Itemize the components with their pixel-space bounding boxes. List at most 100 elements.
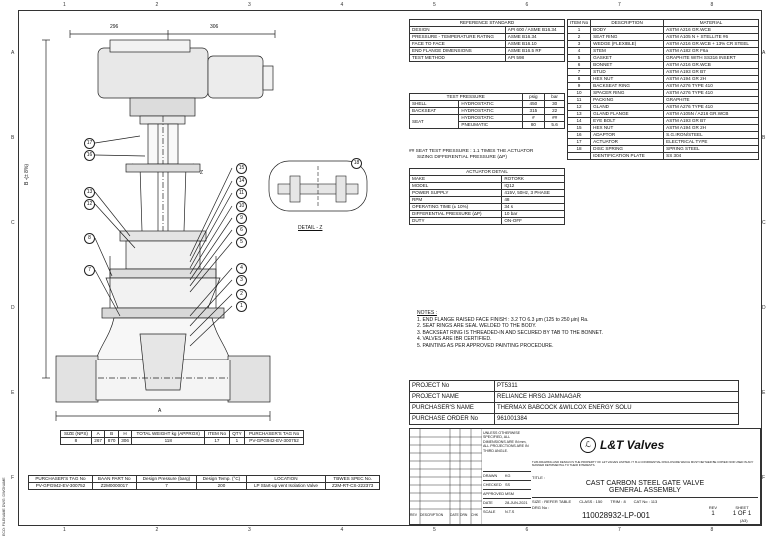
table-cell: 10 [566,89,592,97]
table-cell: 3 [566,40,592,48]
table-cell: IDENTIFICATION PLATE [590,152,665,160]
table-cell: GLAND [590,103,665,111]
note-item: 3. BACKSEAT RING IS THREADED-IN AND SECU… [417,329,603,336]
rev-value: 1 [711,511,715,517]
table-cell: SEAT RING [590,33,665,41]
zone-marker-right: D [762,305,766,311]
dimension-right: 306 [210,24,219,30]
detail-z-drawing [268,160,368,212]
table-cell: Design Temp. (°C) [196,475,247,483]
balloon-right-1: 15 [236,163,247,174]
zone-marker-bottom: 8 [710,527,714,533]
lt-logo-icon: ℒ [580,437,596,453]
title-line-1: CAST CARBON STEEL GATE VALVE [585,480,705,487]
table-cell: DESIGN [409,26,506,34]
table-cell: BAAN PART No [91,475,137,483]
sheet-label: SHEET [735,505,749,510]
scale-value: N.T.S [505,510,515,514]
rev-col: DRN [460,513,468,517]
zone-marker-top: 3 [248,2,251,8]
tp-cell: SHELL [408,100,460,108]
zone-marker-top: 7 [618,2,621,8]
zone-marker-top: 2 [155,2,159,8]
table-cell: Design Pressure (barg) [135,475,198,483]
tp-cell: 22 [544,107,565,115]
note-item: 4. VALVES ARE IBR CERTIFIED. [417,336,492,343]
size-class-row: SIZE : REFER TABLE CLASS : 150 TRIM : 8 … [532,497,758,504]
approved-label: APPROVED [483,492,505,496]
rev-col: DATE [450,513,459,517]
table-cell: DUTY [408,217,503,225]
tp-cell: 80 [521,121,546,129]
table-cell: PURCHASER'S TAG No [28,475,93,483]
drawing-number: 110028932-LP-001 [582,511,650,520]
note-item: 5. PAINTING AS PER APPROVED PAINTING PRO… [417,342,554,349]
table-cell: ASTM A216 GR.WCB [663,61,759,69]
general-dimension-note: UNLESS OTHERWISE SPECIFIED, ALL DIMENSIO… [483,431,529,453]
table-cell: 11 [566,96,592,104]
notes-title: NOTES : [417,310,438,316]
scale-label: SCALE [483,510,496,514]
table-cell: A [90,430,106,438]
table-cell [566,152,592,160]
dimension-left: 296 [110,24,119,30]
approved-by: MSM [505,492,514,496]
paper-size: (A3) [740,518,748,523]
table-cell: Z2M-RT-CS-222373 [325,482,380,490]
tp-cell: 30 [544,100,565,108]
zone-marker-bottom: 1 [63,527,66,533]
detail-z-label: DETAIL - Z [298,225,323,231]
balloon-right-3: 11 [236,188,247,199]
zone-marker-top: 1 [63,2,66,8]
brand-logo: ℒ L&T Valves [580,437,664,453]
class-info: CLASS : 150 [579,499,603,504]
trim-info: TRIM : 8 [610,499,626,504]
table-cell: RPM [408,196,503,204]
table-cell: 8 [60,437,92,445]
tp-cell: PNEUMATIC [458,121,523,129]
psig-header: psig [521,93,546,101]
balloon-right-9: 3 [236,275,247,286]
balloon-right-2: 14 [236,176,247,187]
table-cell: 16 [566,131,592,139]
size-info: SIZE : REFER TABLE [532,499,572,504]
balloon-left-5: 8 [84,233,95,244]
cat-info: CAT No : 113 [633,499,658,504]
zone-marker-left: F [11,475,15,481]
balloon-right-8: 4 [236,263,247,274]
table-cell: POWER SUPPLY [408,189,503,197]
table-cell: ASTM A216 GR.WCB + 13% CR STEEL [663,40,759,48]
table-cell: STEM [590,47,665,55]
seat-test-note: ## SEAT TEST PRESSURE : 1.1 TIMES THE AC… [409,149,533,161]
zone-marker-bottom: 4 [340,527,344,533]
actuator-row: DIFFERENTIAL PRESSURE (ΔP)10 bar [408,210,565,218]
drawn-by: KG [505,474,511,478]
material-header: MATERIAL [663,19,759,27]
zone-marker-left: C [11,220,15,226]
table-cell: SS 304 [663,152,759,160]
table-cell: 306 [117,437,133,445]
balloon-left-1: 17 [84,138,95,149]
table-cell: HEX NUT [590,75,665,83]
balloon-detail: 18 [351,158,362,169]
table-cell: 870 [104,437,119,445]
table-cell: PV-GPG942-EV-300752 [28,482,93,490]
table-cell: MAKE [408,175,503,183]
table-cell: ON-OFF [501,217,565,225]
item-no-header: ITEM No [566,19,592,27]
